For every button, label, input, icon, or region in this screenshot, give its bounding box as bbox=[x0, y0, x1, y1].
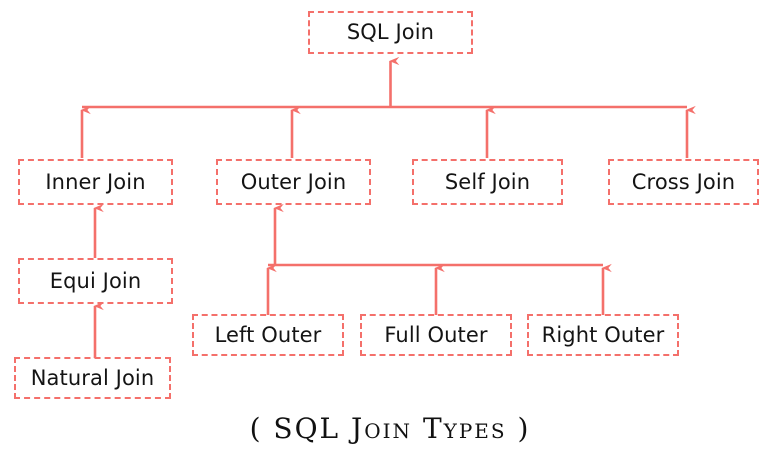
node-left-outer[interactable]: Left Outer bbox=[192, 314, 344, 356]
diagram-caption-text: ( SQL Join Types ) bbox=[249, 412, 531, 445]
node-inner-join[interactable]: Inner Join bbox=[18, 159, 173, 205]
node-right-outer[interactable]: Right Outer bbox=[527, 314, 679, 356]
node-sql-join-label: SQL Join bbox=[346, 20, 435, 44]
node-cross-join[interactable]: Cross Join bbox=[608, 159, 759, 205]
node-right-outer-label: Right Outer bbox=[541, 322, 665, 347]
node-left-outer-label: Left Outer bbox=[214, 322, 322, 347]
node-cross-join-label: Cross Join bbox=[631, 169, 736, 194]
node-natural-join[interactable]: Natural Join bbox=[14, 357, 171, 399]
node-sql-join[interactable]: SQL Join bbox=[308, 11, 473, 54]
node-full-outer[interactable]: Full Outer bbox=[360, 314, 512, 356]
node-equi-join-label: Equi Join bbox=[49, 268, 142, 293]
node-self-join[interactable]: Self Join bbox=[412, 159, 563, 205]
node-outer-join-label: Outer Join bbox=[240, 169, 347, 194]
node-full-outer-label: Full Outer bbox=[384, 322, 488, 347]
node-self-join-label: Self Join bbox=[444, 169, 531, 194]
node-equi-join[interactable]: Equi Join bbox=[18, 258, 173, 304]
node-outer-join[interactable]: Outer Join bbox=[216, 159, 371, 205]
node-inner-join-label: Inner Join bbox=[45, 169, 146, 194]
diagram-caption: ( SQL Join Types ) bbox=[0, 412, 780, 445]
node-natural-join-label: Natural Join bbox=[30, 365, 155, 390]
